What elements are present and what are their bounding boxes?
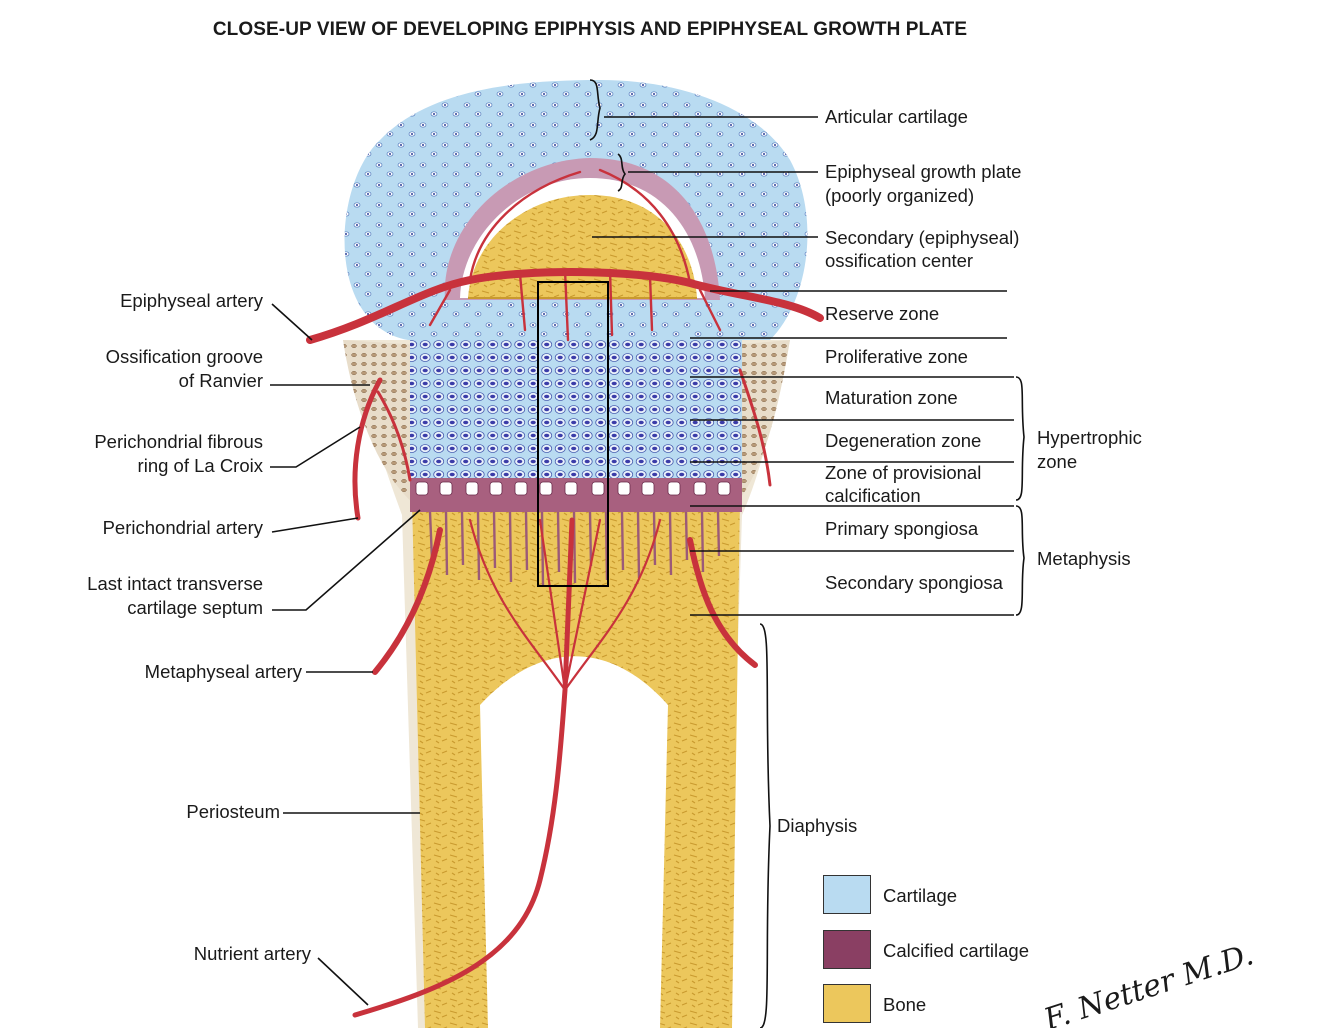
ossification-groove-right: [732, 340, 790, 505]
label-growth-plate-1: Epiphyseal growth plate: [825, 161, 1022, 182]
label-hypertrophic-2: zone: [1037, 451, 1078, 472]
label-provisional-2: calcification: [825, 485, 921, 506]
label-ossification-groove-2: of Ranvier: [178, 370, 263, 391]
label-last-septum-2: cartilage septum: [127, 597, 263, 618]
label-nutrient-artery: Nutrient artery: [193, 943, 311, 964]
nutrient-artery: [352, 517, 575, 1018]
legend-label-bone: Bone: [883, 994, 927, 1015]
label-metaphysis: Metaphysis: [1037, 548, 1131, 569]
detail-box: [537, 281, 609, 587]
diagram-title: CLOSE-UP VIEW OF DEVELOPING EPIPHYSIS AN…: [212, 19, 968, 40]
metaphyseal-artery-right: [687, 537, 758, 668]
legend-swatch-cartilage: [823, 875, 871, 914]
label-periosteum: Periosteum: [186, 801, 280, 822]
legend-swatch-bone: [823, 984, 871, 1023]
label-metaphyseal-artery: Metaphyseal artery: [144, 661, 302, 682]
label-secondary-spongiosa: Secondary spongiosa: [825, 572, 1003, 593]
arteries: [306, 168, 824, 1018]
label-maturation-zone: Maturation zone: [825, 387, 958, 408]
marrow-cavity: [480, 656, 668, 1028]
label-secondary-center-2: ossification center: [825, 250, 974, 271]
hypertrophic-cells: [415, 481, 731, 496]
label-provisional-1: Zone of provisional: [825, 462, 982, 483]
label-secondary-center-1: Secondary (epiphyseal): [825, 227, 1020, 248]
label-hypertrophic-1: Hypertrophic: [1037, 427, 1142, 448]
label-perichondrial-ring-1: Perichondrial fibrous: [94, 431, 263, 452]
label-epiphyseal-artery: Epiphyseal artery: [120, 290, 263, 311]
leader-lines: [270, 79, 1025, 1028]
ossification-groove-left: [343, 340, 420, 505]
legend-label-calcified-cartilage: Calcified cartilage: [883, 940, 1030, 961]
label-perichondrial-artery: Perichondrial artery: [102, 517, 263, 538]
epiphyseal-artery: [306, 268, 824, 344]
label-growth-plate-2: (poorly organized): [825, 185, 975, 206]
label-degeneration-zone: Degeneration zone: [825, 430, 982, 451]
label-ossification-groove-1: Ossification groove: [105, 346, 263, 367]
label-last-septum-1: Last intact transverse: [87, 573, 263, 594]
label-articular-cartilage: Articular cartilage: [825, 106, 968, 127]
label-primary-spongiosa: Primary spongiosa: [825, 518, 979, 539]
metaphyseal-artery-left: [372, 527, 443, 675]
legend-label-cartilage: Cartilage: [883, 885, 958, 906]
label-perichondrial-ring-2: ring of La Croix: [137, 455, 263, 476]
perichondrial-artery: [352, 377, 383, 521]
label-diaphysis: Diaphysis: [777, 815, 858, 836]
legend-swatch-calcified-cartilage: [823, 930, 871, 969]
label-reserve-zone: Reserve zone: [825, 303, 940, 324]
label-proliferative-zone: Proliferative zone: [825, 346, 968, 367]
